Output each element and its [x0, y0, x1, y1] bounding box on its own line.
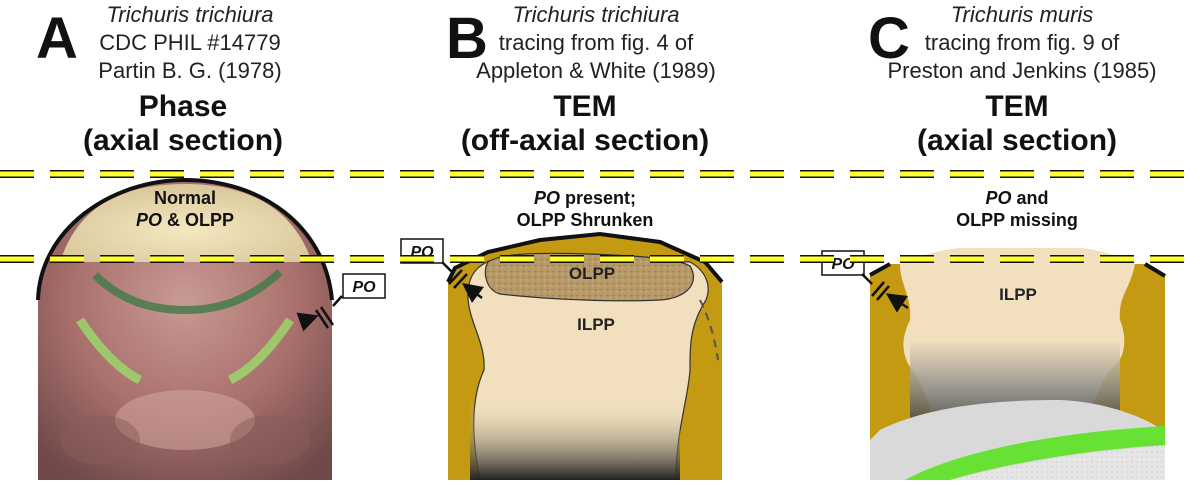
panel-c-region-ilpp: ILPP	[999, 285, 1037, 304]
panel-a: A Trichuris trichiura CDC PHIL #14779 Pa…	[36, 2, 386, 480]
panel-a-source-line2: Partin B. G. (1978)	[98, 58, 281, 83]
panel-a-po-callout: PO	[296, 273, 386, 332]
panel-c-species: Trichuris muris	[951, 2, 1094, 27]
tem-tracing-b	[446, 231, 724, 481]
panel-c-label-po: PO	[985, 188, 1011, 208]
panel-c-source-line1: tracing from fig. 9 of	[925, 30, 1120, 55]
panel-a-section: (axial section)	[83, 124, 283, 157]
panel-a-po-box	[342, 273, 386, 299]
panel-c-section: (axial section)	[917, 124, 1117, 157]
panel-c-label-and: and	[1012, 188, 1049, 208]
panel-b-source-line2: Appleton & White (1989)	[476, 58, 716, 83]
panel-c-letter: C	[868, 6, 910, 71]
panel-a-label-line2: PO & OLPP	[136, 210, 234, 230]
tem-tracing-c	[869, 248, 1167, 480]
panel-a-po-tag: PO	[352, 279, 376, 296]
panel-c-method: TEM	[985, 90, 1048, 123]
panel-a-method: Phase	[139, 90, 227, 123]
panel-b-region-olpp: OLPP	[569, 264, 615, 283]
panel-b-label-line1: PO present;	[534, 188, 636, 208]
panel-b-label-line2: OLPP Shrunken	[517, 210, 654, 230]
guide-lines	[0, 170, 1200, 263]
panel-c: C Trichuris muris tracing from fig. 9 of…	[821, 2, 1167, 480]
panel-b-section: (off-axial section)	[461, 124, 709, 157]
panel-b-label-present: present;	[560, 188, 636, 208]
panel-a-label-po: PO	[136, 210, 162, 230]
panel-b-region-ilpp: ILPP	[577, 315, 615, 334]
panel-a-species: Trichuris trichiura	[106, 2, 273, 27]
panel-b: B Trichuris trichiura tracing from fig. …	[400, 2, 724, 481]
panel-a-letter: A	[36, 6, 78, 71]
panel-c-label-line2: OLPP missing	[956, 210, 1078, 230]
panel-c-po-tag: PO	[831, 256, 855, 273]
panel-b-method: TEM	[553, 90, 616, 123]
panel-a-label-olpp: & OLPP	[162, 210, 234, 230]
panel-b-source-line1: tracing from fig. 4 of	[499, 30, 694, 55]
panel-c-label-line1: PO and	[985, 188, 1048, 208]
panel-c-source-line2: Preston and Jenkins (1985)	[887, 58, 1156, 83]
panel-b-letter: B	[446, 6, 488, 71]
panel-a-source-line1: CDC PHIL #14779	[99, 30, 280, 55]
panel-b-label-po: PO	[534, 188, 560, 208]
panel-b-species: Trichuris trichiura	[512, 2, 679, 27]
panel-a-label-line1: Normal	[154, 188, 216, 208]
